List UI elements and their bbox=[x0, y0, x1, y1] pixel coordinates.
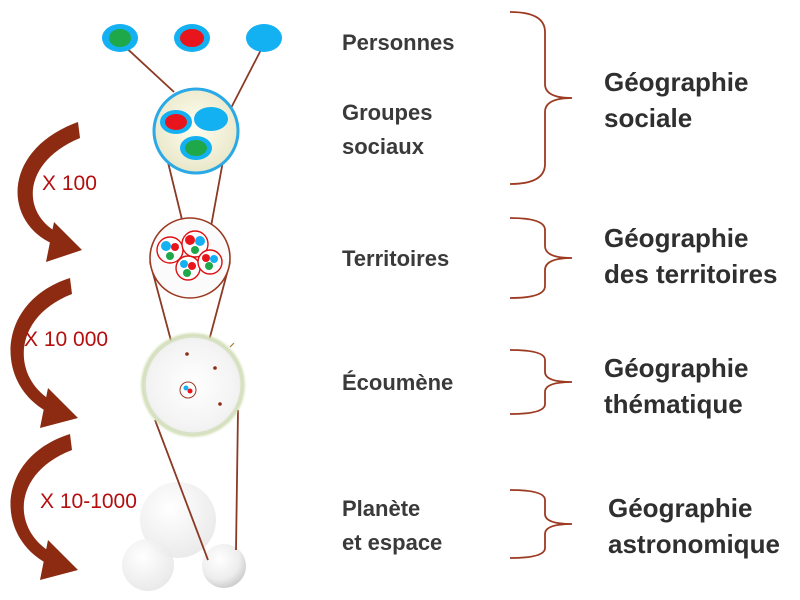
branch-geographie-astronomique: Géographie astronomique bbox=[608, 493, 780, 559]
branch-geographie-thematique: Géographie thématique bbox=[604, 353, 749, 419]
multiplier-10000: X 10 000 bbox=[24, 328, 109, 351]
level-groupes-sociaux: Groupes sociaux bbox=[342, 100, 433, 159]
territories-icon bbox=[149, 217, 231, 299]
level-territoires: Territoires bbox=[342, 246, 450, 271]
zoom-arrow-2-icon bbox=[10, 278, 78, 428]
ecumene-icon bbox=[141, 333, 245, 437]
branch-geographie-territoires: Géographie des territoires bbox=[604, 223, 778, 289]
person-blue-icon bbox=[246, 24, 282, 52]
bracket-astronomique bbox=[509, 489, 573, 559]
persons-group bbox=[102, 24, 282, 52]
level-ecoumene: Écoumène bbox=[342, 370, 454, 395]
bracket-social bbox=[509, 11, 573, 185]
level-planete-espace: Planète et espace bbox=[342, 496, 443, 555]
zoom-arrow-1-icon bbox=[17, 122, 82, 262]
level-personnes: Personnes bbox=[342, 30, 455, 55]
zoom-arrow-3-icon bbox=[10, 434, 78, 580]
bracket-territoires bbox=[509, 217, 573, 299]
bracket-thematique bbox=[509, 349, 573, 415]
sphere-right bbox=[202, 544, 246, 588]
sphere-left bbox=[122, 539, 174, 591]
brackets bbox=[509, 11, 573, 559]
zoom-arrows bbox=[10, 122, 82, 580]
planet-spheres bbox=[122, 482, 246, 591]
sphere-large bbox=[140, 482, 216, 558]
social-group-icon bbox=[152, 87, 240, 175]
multiplier-10-1000: X 10-1000 bbox=[40, 490, 137, 513]
branch-geographie-sociale: Géographie sociale bbox=[604, 67, 749, 133]
multiplier-100: X 100 bbox=[42, 172, 97, 195]
